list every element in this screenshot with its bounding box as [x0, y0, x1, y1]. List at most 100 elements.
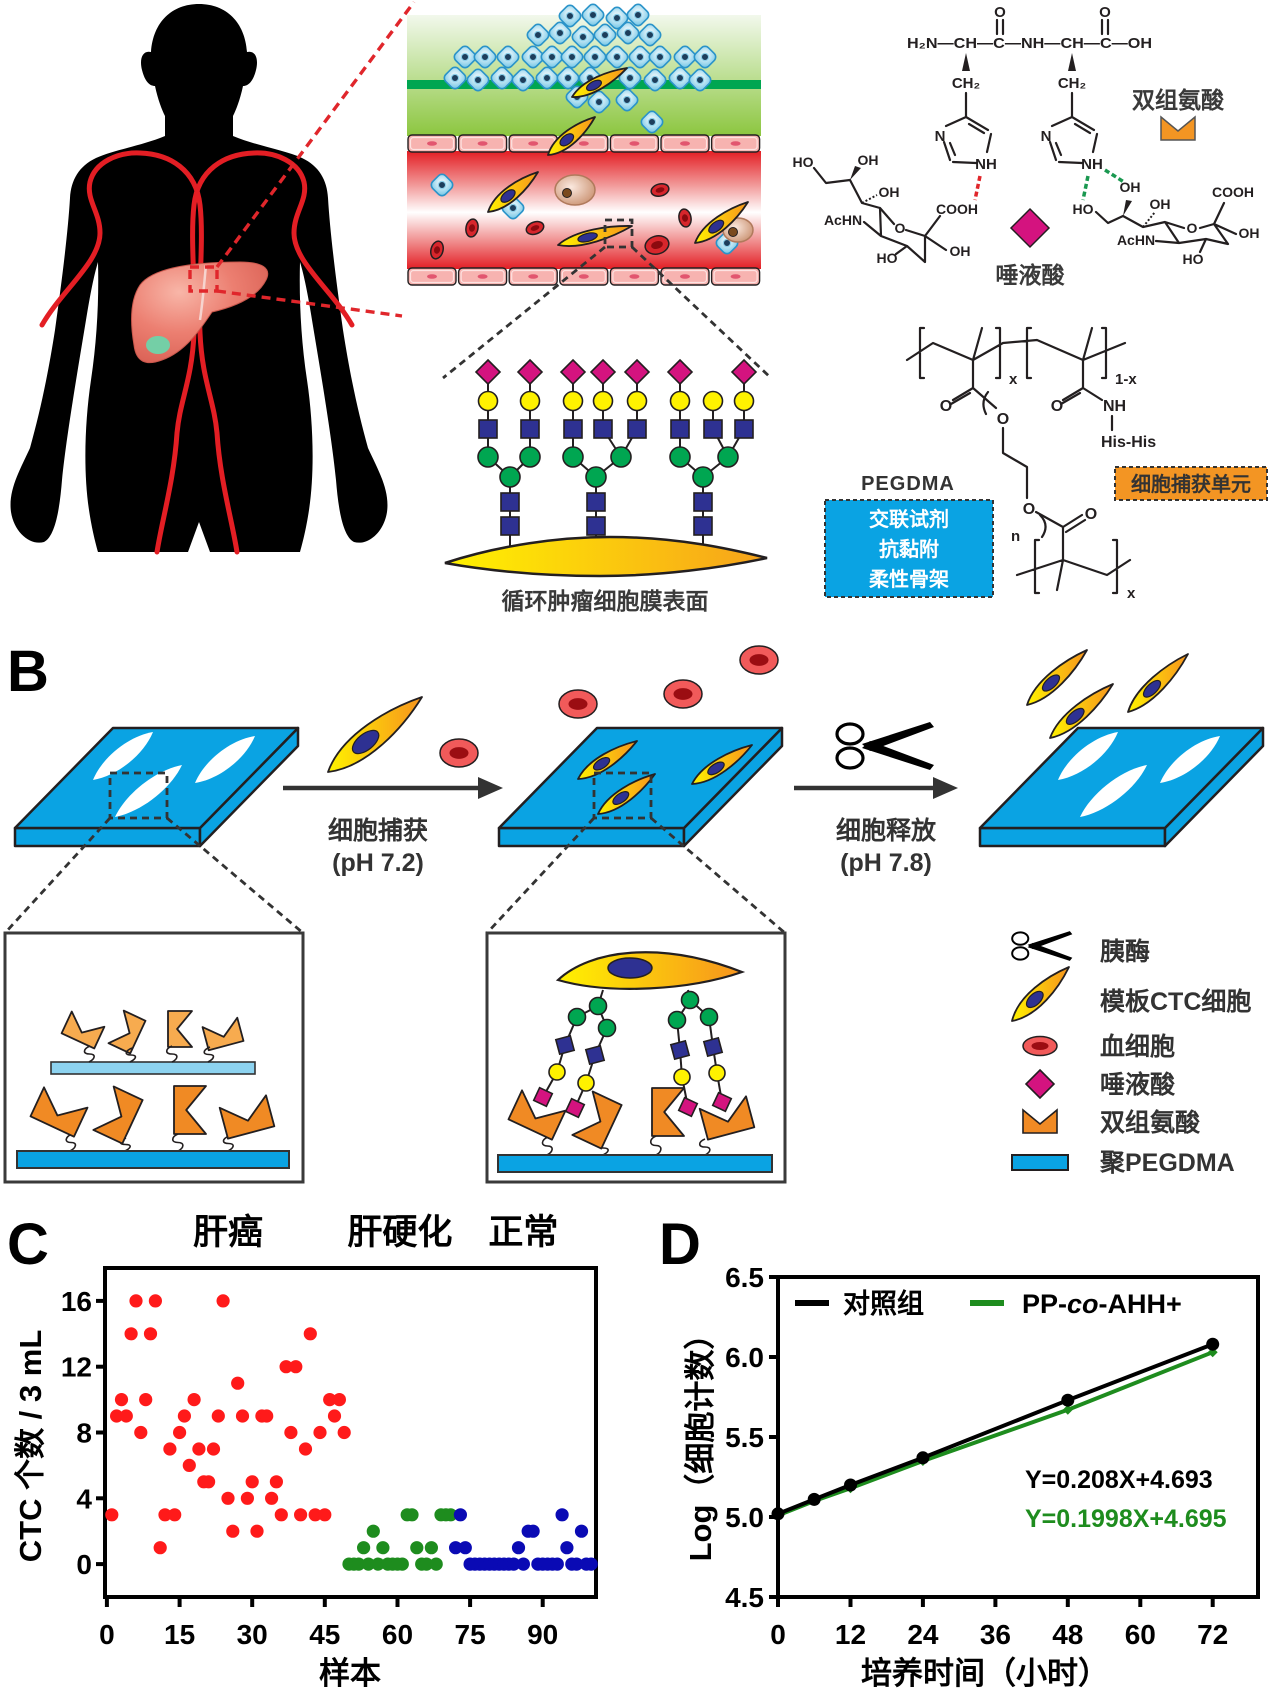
x-tick-label: 90 — [527, 1619, 558, 1650]
sialic-label: AcHN — [824, 212, 862, 228]
tumor-cell — [521, 45, 545, 69]
plate-zoom-box-1 — [108, 771, 169, 820]
data-point — [807, 1492, 821, 1506]
his-his-structure: H₂N—CH—C—NH—CH—C—OH O O CH₂ CH₂ N NH N N… — [907, 4, 1152, 201]
carbonyl-oxygen: O — [1099, 4, 1111, 21]
tumor-cell — [558, 4, 582, 28]
scissors-handle — [1011, 931, 1030, 946]
inset-line — [3, 817, 112, 934]
endothelial-nucleus — [730, 141, 741, 146]
sialic-acid-bound — [677, 1096, 699, 1118]
imprinted-cavity — [115, 765, 182, 817]
imprinted-cavity — [195, 736, 255, 783]
imprinted-polymer-plate — [13, 726, 300, 848]
rbc-center — [749, 654, 769, 666]
legend-label-italic-part: co — [1067, 1289, 1099, 1319]
ctc-cell-icon — [1011, 966, 1070, 1022]
tumor-nucleus — [650, 75, 660, 85]
linker — [83, 1045, 95, 1063]
legend: 对照组 PP-co-AHH+ — [795, 1288, 1182, 1319]
data-point — [163, 1442, 177, 1456]
tumor-cell — [548, 21, 572, 45]
ctc-membrane — [444, 535, 768, 578]
x-tick-label: 75 — [455, 1619, 486, 1650]
tumor-nucleus — [565, 11, 575, 21]
y-tick-label: 6.5 — [725, 1262, 764, 1293]
inset-line — [485, 817, 596, 934]
glcnac-square — [670, 419, 690, 439]
tumor-cell — [535, 66, 559, 90]
series-1 — [105, 1294, 351, 1555]
y-tick-label: 12 — [61, 1352, 92, 1383]
glcnac-square — [627, 419, 647, 439]
data-point — [357, 1541, 371, 1555]
x-tick-label: 0 — [99, 1619, 115, 1650]
galactose-circle — [577, 1074, 595, 1092]
sialic-label: AcHN — [1117, 232, 1155, 248]
methylene-label: CH₂ — [1058, 75, 1086, 92]
mannose-circle — [477, 446, 499, 468]
endothelial-nucleus — [528, 274, 539, 279]
data-point — [129, 1294, 143, 1308]
sialic-label: OH — [1239, 225, 1260, 241]
tumor-cell — [693, 45, 717, 69]
carbonyl-oxygen: O — [940, 398, 952, 415]
data-point — [570, 1557, 584, 1571]
liver-zoom-box — [188, 265, 219, 293]
endothelial-cell — [407, 134, 457, 153]
tumor-cell — [593, 23, 617, 47]
ester-oxygen: O — [1023, 501, 1035, 518]
silhouette-left-half — [10, 4, 199, 552]
endothelial-nucleus — [578, 274, 589, 279]
endothelial-nucleus — [427, 141, 437, 146]
carbonyl-oxygen: O — [1051, 398, 1063, 415]
glcnac-square — [586, 492, 606, 512]
scissors-handle — [835, 746, 865, 770]
endothelial-cell-rim — [409, 269, 455, 284]
plate-top-face — [497, 726, 784, 830]
glycan-tree — [666, 358, 758, 548]
red-blood-cell — [525, 220, 545, 236]
liver — [131, 261, 269, 364]
imprinted-cavity — [93, 732, 153, 780]
mannose-circle — [588, 996, 608, 1016]
x-tick-label: 24 — [907, 1619, 939, 1650]
red-blood-cell — [430, 240, 444, 260]
tumor-cell — [638, 23, 662, 47]
rbc-center — [1031, 1042, 1049, 1050]
glcnac-square — [693, 516, 713, 536]
capture-step-label: 细胞捕获 — [328, 816, 428, 845]
tumor-nucleus — [647, 117, 657, 127]
endothelial-cell-rim — [460, 269, 505, 284]
endothelial-cell-rim — [511, 269, 556, 284]
tumor-cell — [648, 45, 672, 69]
imidazole-ring-right — [1048, 91, 1099, 165]
leukocyte-body — [554, 174, 596, 206]
wedge-bond — [850, 166, 861, 180]
glycan-tree — [559, 358, 651, 548]
mannose-circle — [562, 446, 584, 468]
data-point — [235, 1409, 250, 1423]
endothelial-cell — [457, 267, 508, 286]
tumor-cell — [540, 45, 564, 69]
mannose-circle — [692, 466, 714, 488]
data-point — [187, 1393, 201, 1407]
y-tick-label: 4.5 — [725, 1582, 764, 1613]
ctc-nucleus — [708, 219, 725, 234]
tumor-cell — [473, 45, 497, 69]
ctc-cell-free — [327, 696, 423, 773]
panel-label-d: D — [659, 1212, 701, 1277]
data-point — [507, 1557, 521, 1571]
data-point — [916, 1451, 930, 1465]
repeat-unit-brackets — [982, 390, 1047, 539]
tumor-nucleus — [680, 52, 690, 62]
tumor-nucleus — [437, 180, 447, 190]
ctc-nucleus — [612, 791, 630, 805]
his-his-receptor — [651, 1087, 685, 1137]
tumor-cell — [466, 68, 490, 92]
data-point — [226, 1524, 240, 1538]
leukocyte-nucleus — [562, 188, 572, 198]
data-point — [395, 1557, 409, 1571]
series-3 — [449, 1508, 598, 1571]
